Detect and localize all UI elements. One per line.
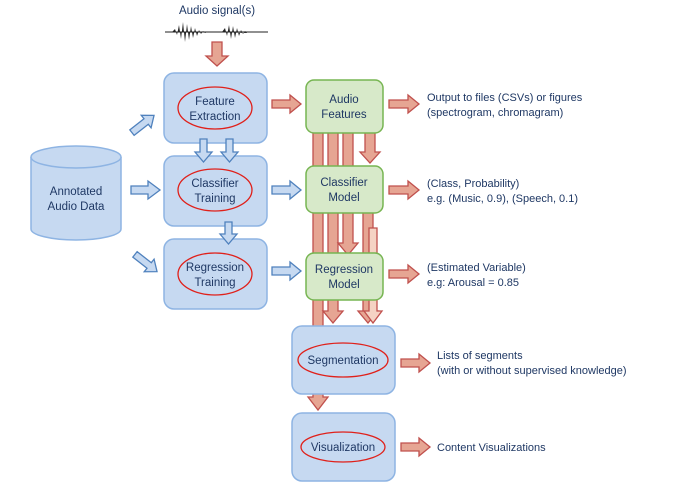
features-output-line2: (spectrogram, chromagram) [427,107,563,119]
regression-training-line2: Training [194,277,235,289]
visualization-output-line1: Content Visualizations [437,442,546,454]
classifier-output-line2: e.g. (Music, 0.9), (Speech, 0.1) [427,193,578,205]
arrow-feature-to-classifier-1 [193,138,214,164]
regression-training-line1: Regression [186,262,244,274]
regression-output-line1: (Estimated Variable) [427,262,526,274]
visualization-label: Visualization [311,442,375,454]
regression-model-line2: Model [328,279,359,291]
segmentation-box [291,325,396,395]
classifier-training-line1: Classifier [191,178,238,190]
classifier-output-line1: (Class, Probability) [427,178,519,190]
visualization-box [291,412,396,482]
arrow-to-segmentation-output [400,352,432,374]
annotated-audio-data [30,145,122,241]
classifier-training-box [163,155,268,227]
arrow-data-to-regression [131,250,158,273]
regression-model-line1: Regression [315,264,373,276]
feature-extraction-line2: Extraction [189,111,240,123]
arrow-data-to-feature [128,114,155,137]
regression-training-box [163,238,268,310]
audio-features-line1: Audio [329,94,358,106]
feature-extraction-line1: Feature [195,96,235,108]
segmentation-highlight [297,342,389,378]
regression-output-line2: e.g: Arousal = 0.85 [427,277,519,289]
arrow-regression-training-to-model [271,260,303,282]
arrow-to-classifier-output [388,179,421,201]
arrow-to-visualization-output [400,436,432,458]
classifier-model-box [305,165,384,214]
regression-training-highlight [177,252,253,296]
audio-signal-label: Audio signal(s) [179,5,255,17]
audio-features-box [305,79,384,134]
segmentation-output-line1: Lists of segments [437,350,523,362]
arrow-to-regression-output [388,263,421,285]
classifier-model-line1: Classifier [320,177,367,189]
classifier-training-line2: Training [194,193,235,205]
annotated-data-line1: Annotated [50,186,102,198]
arrow-to-features-output [388,93,421,115]
feature-extraction-highlight [177,86,253,130]
regression-model-box [305,252,384,301]
segmentation-label: Segmentation [308,355,379,367]
arrow-features-to-classifier [358,131,382,164]
arrow-feature-to-classifier-2 [219,138,240,164]
waveform-icon [165,22,268,42]
arrow-signal-to-feature [204,41,230,67]
features-output-line1: Output to files (CSVs) or figures [427,92,583,104]
audio-features-line2: Features [321,109,367,121]
annotated-data-line2: Audio Data [48,201,106,213]
classifier-model-line2: Model [328,192,359,204]
arrow-data-to-classifier [130,179,162,201]
arrow-classifier-to-regression [218,221,239,246]
arrow-classifier-training-to-model [271,179,303,201]
visualization-highlight [300,431,386,463]
segmentation-output-line2: (with or without supervised knowledge) [437,365,627,377]
classifier-training-highlight [177,168,253,212]
feature-extraction-box [163,72,268,144]
arrow-feature-to-audio-features [271,93,303,115]
